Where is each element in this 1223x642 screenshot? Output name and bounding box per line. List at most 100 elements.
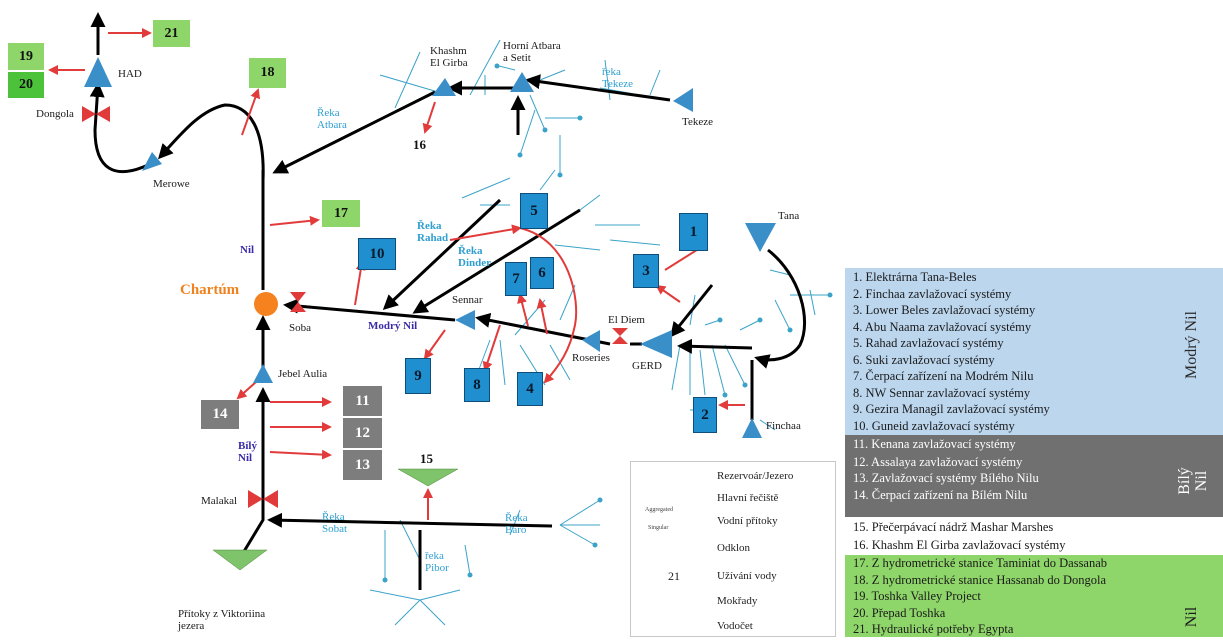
label-reka-tekeze: řeka Tekeze <box>602 66 633 91</box>
node-box-9: 9 <box>405 358 431 394</box>
label-reka-baro: Řeka Baro <box>505 512 528 537</box>
panel-white-nile <box>845 435 1223 517</box>
reservoir-horni-atbara <box>510 72 534 92</box>
legend-aggregated: Aggregated <box>645 507 673 513</box>
label-dongola: Dongola <box>36 108 74 120</box>
reservoir-tana <box>745 223 776 252</box>
wetland-mashar <box>397 468 459 487</box>
legend-reservoir: Rezervoár/Jezero <box>717 470 794 482</box>
reservoir-sennar <box>455 310 475 330</box>
legend-main-channel: Hlavní řečiště <box>717 492 779 504</box>
panel-item: 12. Assalaya zavlažovací systémy <box>853 454 1023 469</box>
label-sennar: Sennar <box>452 294 483 306</box>
label-modry-nil: Modrý Nil <box>368 320 418 332</box>
panel-item: 16. Khashm El Girba zavlažovací systémy <box>853 538 1066 552</box>
reservoir-jebel-aulia <box>253 364 273 383</box>
reservoir-gerd <box>640 330 672 358</box>
khartoum-node <box>254 292 278 316</box>
node-box-11: 11 <box>343 386 382 416</box>
panel-title-blue-nile: Modrý Nil <box>1183 311 1200 379</box>
legend-water-use-sample: 21 <box>668 569 680 583</box>
node-box-17: 17 <box>322 200 360 227</box>
panel-nile <box>845 555 1223 637</box>
panel-item: 2. Finchaa zavlažovací systémy <box>853 286 1012 301</box>
wetlands <box>212 468 459 571</box>
legend <box>630 461 836 637</box>
label-tekeze: Tekeze <box>682 116 713 128</box>
node-box-6: 6 <box>530 257 554 289</box>
panel-item: 11. Kenana zavlažovací systémy <box>853 437 1016 451</box>
label-reka-pibor: řeka Pibor <box>425 550 449 575</box>
node-box-7: 7 <box>505 262 527 296</box>
gauge-malakal <box>248 490 263 508</box>
legend-singular: Singular <box>648 525 669 531</box>
gauge-soba <box>290 292 306 302</box>
label-reka-sobat: Řeka Sobat <box>322 511 348 536</box>
panel-item: 5. Rahad zavlažovací systémy <box>853 336 1004 350</box>
panel-other <box>845 517 1223 555</box>
node-box-20: 20 <box>8 72 44 98</box>
label-horni-atbara: Horní Atbara a Setit <box>503 40 561 65</box>
reservoir-finchaa <box>742 418 762 438</box>
reservoir-had <box>84 57 112 87</box>
label-had: HAD <box>118 68 142 80</box>
legend-tributaries: Vodní přítoky <box>717 515 778 527</box>
label-finchaa: Finchaa <box>766 420 801 432</box>
reservoir-merowe <box>142 152 162 171</box>
label-chartum: Chartúm <box>180 282 240 298</box>
node-box-3: 3 <box>633 254 659 288</box>
label-tana: Tana <box>778 210 800 222</box>
tributary-dots <box>382 63 833 583</box>
node-label-15: 15 <box>420 451 433 466</box>
node-box-19: 19 <box>8 43 44 70</box>
legend-diversion: Odklon <box>717 542 750 554</box>
panel-title-nile: Nil <box>1183 606 1200 628</box>
reservoir-roseries <box>582 330 600 352</box>
panel-item: 14. Čerpací zařízení na Bílém Nilu <box>853 488 1028 502</box>
label-reka-dinder: Řeka Dinder <box>458 245 491 270</box>
panel-blue-nile <box>845 268 1223 435</box>
gauge-dongola <box>82 106 96 122</box>
node-box-10: 10 <box>358 238 396 270</box>
label-bily-nil: Bílý Nil <box>238 440 257 465</box>
panel-item: 15. Přečerpávací nádrž Mashar Marshes <box>853 520 1054 534</box>
node-box-13: 13 <box>343 450 382 480</box>
node-label-16: 16 <box>413 137 426 152</box>
panel-item: 4. Abu Naama zavlažovací systémy <box>853 319 1032 334</box>
label-pritoky: Přítoky z Viktoriina jezera <box>178 608 266 633</box>
panel-item: 13. Zavlažovací systémy Bílého Nilu <box>853 471 1039 485</box>
panel-title-white-nile: Bílý Nil <box>1176 467 1210 495</box>
node-box-18: 18 <box>249 58 286 88</box>
reservoir-tekeze <box>673 88 693 112</box>
panel-item: 3. Lower Beles zavlažovací systémy <box>853 303 1036 317</box>
node-box-1: 1 <box>679 213 708 251</box>
label-reka-atbara: Řeka Atbara <box>317 107 347 132</box>
panel-item: 8. NW Sennar zavlažovací systémy <box>853 385 1031 400</box>
label-reka-rahad: Řeka Rahad <box>417 220 449 245</box>
legend-gauge: Vodočet <box>717 620 753 632</box>
panel-item: 19. Toshka Valley Project <box>853 589 981 603</box>
gauges <box>82 106 628 508</box>
legend-water-use: Užívání vody <box>717 570 777 582</box>
node-box-2: 2 <box>693 397 717 433</box>
panel-item: 1. Elektrárna Tana-Beles <box>853 270 977 284</box>
legend-wetlands: Mokřady <box>717 595 758 607</box>
gauge-el-diem <box>612 328 628 336</box>
label-khashm: Khashm El Girba <box>430 45 468 70</box>
node-box-8: 8 <box>464 368 490 402</box>
node-box-4: 4 <box>517 372 543 406</box>
panel-item: 18. Z hydrometrické stanice Hassanab do … <box>853 572 1107 587</box>
label-nil: Nil <box>240 244 255 256</box>
panel-item: 20. Přepad Toshka <box>853 605 946 620</box>
main-channels <box>89 12 807 590</box>
node-box-12: 12 <box>343 418 382 448</box>
panel-item: 9. Gezira Managil zavlažovací systémy <box>853 402 1050 416</box>
panel-item: 21. Hydraulické potřeby Egypta <box>853 622 1014 636</box>
label-merowe: Merowe <box>153 178 190 190</box>
panel-item: 17. Z hydrometrické stanice Taminiat do … <box>853 556 1108 570</box>
node-box-5: 5 <box>520 193 548 229</box>
label-el-diem: El Diem <box>608 314 645 326</box>
wetland-victoria <box>212 549 268 571</box>
label-malakal: Malakal <box>201 495 238 507</box>
label-roseries: Roseries <box>572 352 610 364</box>
